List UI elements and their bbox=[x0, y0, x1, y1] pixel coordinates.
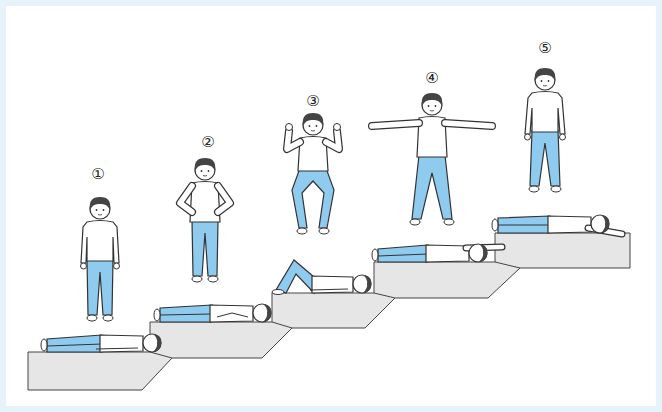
illustration-part bbox=[96, 348, 138, 349]
illustration-part bbox=[372, 249, 378, 261]
illustration-part bbox=[192, 220, 218, 276]
illustration-part bbox=[276, 260, 314, 293]
illustration-part bbox=[208, 276, 218, 282]
illustration-part bbox=[444, 219, 454, 225]
illustration-part bbox=[445, 123, 492, 126]
standing-figure bbox=[372, 93, 492, 225]
illustration-part bbox=[160, 314, 212, 315]
illustration-part bbox=[253, 304, 271, 322]
illustration-part bbox=[353, 275, 371, 293]
illustration-part bbox=[41, 339, 47, 351]
lying-figure bbox=[41, 334, 161, 352]
illustration-part bbox=[297, 228, 307, 234]
illustration-part bbox=[378, 245, 428, 262]
illustration-part bbox=[326, 131, 339, 149]
illustration-part bbox=[217, 313, 248, 317]
illustration-part bbox=[334, 124, 341, 131]
illustration-part bbox=[272, 290, 284, 295]
illustration-part bbox=[326, 131, 339, 149]
illustration-part bbox=[319, 228, 329, 234]
lying-figure bbox=[372, 244, 502, 262]
illustration-part bbox=[160, 305, 212, 322]
illustration-part bbox=[90, 197, 111, 219]
illustration-part bbox=[180, 186, 192, 212]
illustration-part bbox=[378, 254, 428, 256]
illustration-part bbox=[469, 244, 487, 262]
standing-figure bbox=[180, 158, 230, 282]
illustration-part bbox=[218, 186, 230, 212]
illustration-part bbox=[560, 134, 566, 140]
jumping-figure bbox=[286, 113, 341, 234]
illustration-part bbox=[100, 335, 143, 352]
illustration-part bbox=[143, 334, 161, 352]
illustration-part bbox=[218, 186, 230, 212]
illustration-part bbox=[272, 322, 292, 328]
illustration-part bbox=[287, 131, 300, 149]
illustration-part bbox=[310, 289, 348, 290]
callout-number: ② bbox=[201, 135, 214, 150]
illustration-part bbox=[292, 168, 334, 228]
callout-number: ③ bbox=[306, 94, 319, 109]
illustration-part bbox=[530, 130, 560, 186]
illustration-part bbox=[374, 293, 395, 298]
illustration-part bbox=[372, 123, 419, 126]
illustration-part bbox=[548, 216, 591, 233]
illustration-part bbox=[210, 305, 253, 322]
illustration-part bbox=[422, 93, 443, 115]
illustration-part bbox=[498, 225, 550, 226]
illustration-part bbox=[192, 276, 202, 282]
illustration-part bbox=[114, 263, 120, 269]
illustration-part bbox=[525, 92, 565, 135]
callout-number: ④ bbox=[425, 71, 438, 86]
illustration-part bbox=[150, 352, 172, 358]
standing-figure bbox=[81, 197, 120, 321]
callout-number: ⑤ bbox=[538, 41, 551, 56]
illustration-part bbox=[525, 134, 531, 140]
illustration-part bbox=[81, 221, 119, 264]
callout-number: ① bbox=[91, 167, 104, 182]
illustration-part bbox=[445, 123, 492, 126]
illustration-part bbox=[372, 123, 419, 126]
illustration-part bbox=[551, 186, 561, 192]
illustration-part bbox=[312, 276, 353, 293]
illustration-part bbox=[87, 259, 113, 315]
illustration-part bbox=[287, 131, 300, 149]
illustration-part bbox=[47, 335, 102, 352]
illustration-part bbox=[412, 155, 452, 219]
lying-figure bbox=[492, 215, 622, 234]
illustration-part bbox=[529, 186, 539, 192]
lying-figure bbox=[154, 304, 271, 322]
lying-figure bbox=[272, 260, 371, 295]
illustration-part bbox=[303, 113, 324, 135]
illustration-part bbox=[81, 263, 87, 269]
illustration-part bbox=[286, 124, 293, 131]
illustration-part bbox=[103, 315, 113, 321]
illustration-part bbox=[591, 215, 609, 233]
illustration-part bbox=[195, 158, 216, 180]
standing-figure bbox=[525, 68, 566, 192]
background-panel bbox=[6, 6, 656, 406]
illustration-part bbox=[498, 216, 550, 233]
illustration-part bbox=[535, 68, 556, 90]
illustration-part bbox=[154, 309, 160, 321]
illustration-part bbox=[410, 219, 420, 225]
illustration-part bbox=[492, 219, 498, 231]
illustration-part bbox=[495, 262, 520, 268]
illustration-part bbox=[87, 315, 97, 321]
illustration-part bbox=[180, 186, 192, 212]
illustration-part bbox=[47, 344, 102, 346]
